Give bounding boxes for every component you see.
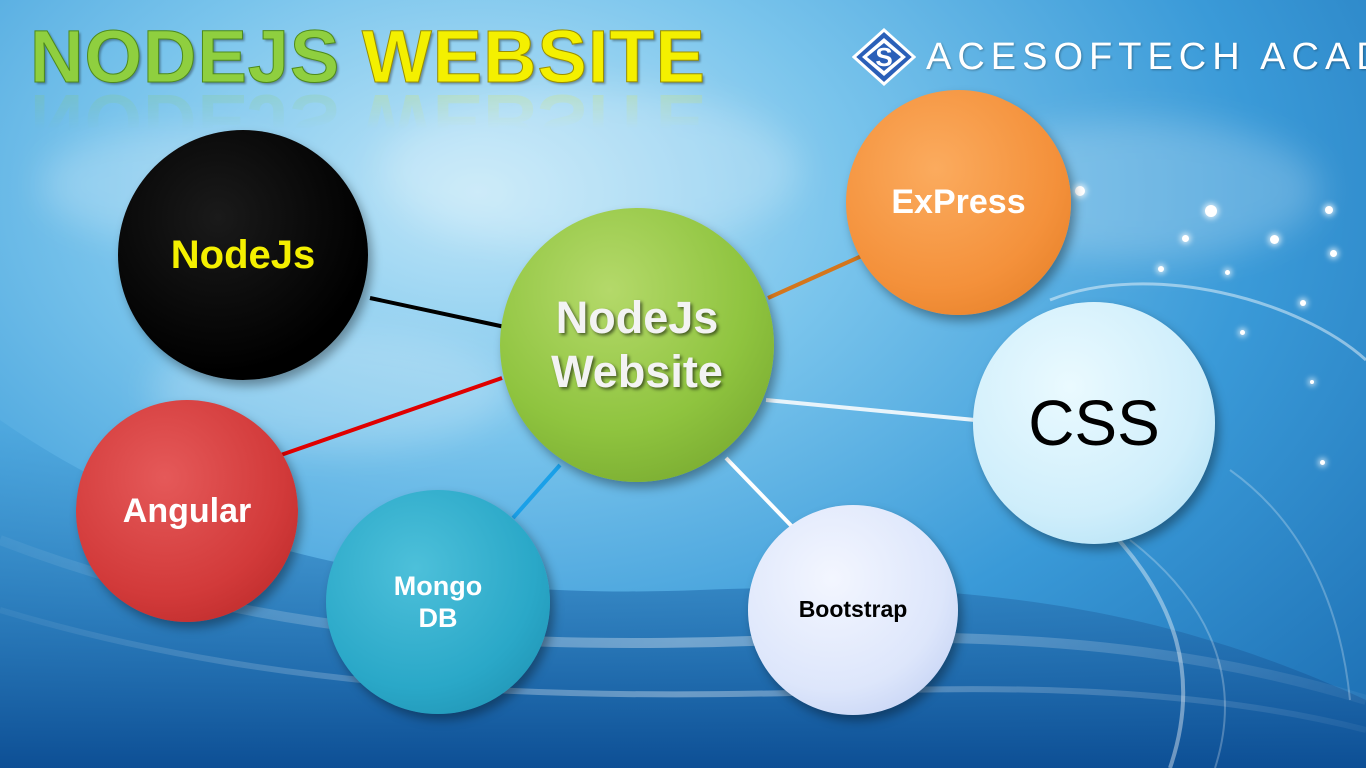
- connector-mongodb: [511, 463, 562, 520]
- node-express: ExPress: [846, 90, 1071, 315]
- node-center-nodejs-website: NodeJs Website: [500, 208, 774, 482]
- brand-name: ACESOFTECH ACADEMY: [926, 35, 1366, 78]
- sparkle-decoration: [1225, 270, 1230, 275]
- node-mongodb-line-2: DB: [418, 603, 458, 633]
- node-angular: Angular: [76, 400, 298, 622]
- node-mongodb: Mongo DB: [326, 490, 550, 714]
- s-diamond-logo-icon: S: [852, 28, 916, 86]
- sparkle-decoration: [1182, 235, 1189, 242]
- sparkle-decoration: [1330, 250, 1337, 257]
- sparkle-decoration: [1240, 330, 1245, 335]
- svg-text:S: S: [875, 42, 892, 72]
- sparkle-decoration: [1205, 205, 1217, 217]
- node-bootstrap: Bootstrap: [748, 505, 958, 715]
- page-title: NODEJS WEBSITE: [29, 14, 706, 99]
- node-nodejs-label: NodeJs: [170, 233, 316, 277]
- node-bootstrap-label: Bootstrap: [798, 596, 908, 623]
- connector-express: [767, 252, 867, 300]
- sparkle-decoration: [1158, 266, 1164, 272]
- title-word-nodejs: NODEJS: [29, 15, 341, 99]
- node-nodejs: NodeJs: [118, 130, 368, 380]
- node-css-label: CSS: [1028, 386, 1160, 459]
- sparkle-decoration: [1325, 206, 1333, 214]
- sparkle-decoration: [1270, 235, 1279, 244]
- node-angular-label: Angular: [122, 491, 252, 530]
- center-line-2: Website: [551, 346, 723, 397]
- title-word-website: WEBSITE: [361, 15, 706, 99]
- connector-nodejs: [369, 296, 506, 329]
- sparkle-decoration: [1320, 460, 1325, 465]
- sparkle-decoration: [1310, 380, 1314, 384]
- sparkle-decoration: [1300, 300, 1306, 306]
- center-line-1: NodeJs: [555, 292, 719, 343]
- node-css: CSS: [973, 302, 1215, 544]
- connector-angular: [277, 376, 503, 458]
- connector-css: [765, 398, 976, 422]
- node-express-label: ExPress: [891, 183, 1026, 222]
- node-mongodb-line-1: Mongo: [393, 570, 483, 601]
- brand-logo: S ACESOFTECH ACADEMY: [852, 28, 1366, 86]
- sparkle-decoration: [1075, 186, 1085, 196]
